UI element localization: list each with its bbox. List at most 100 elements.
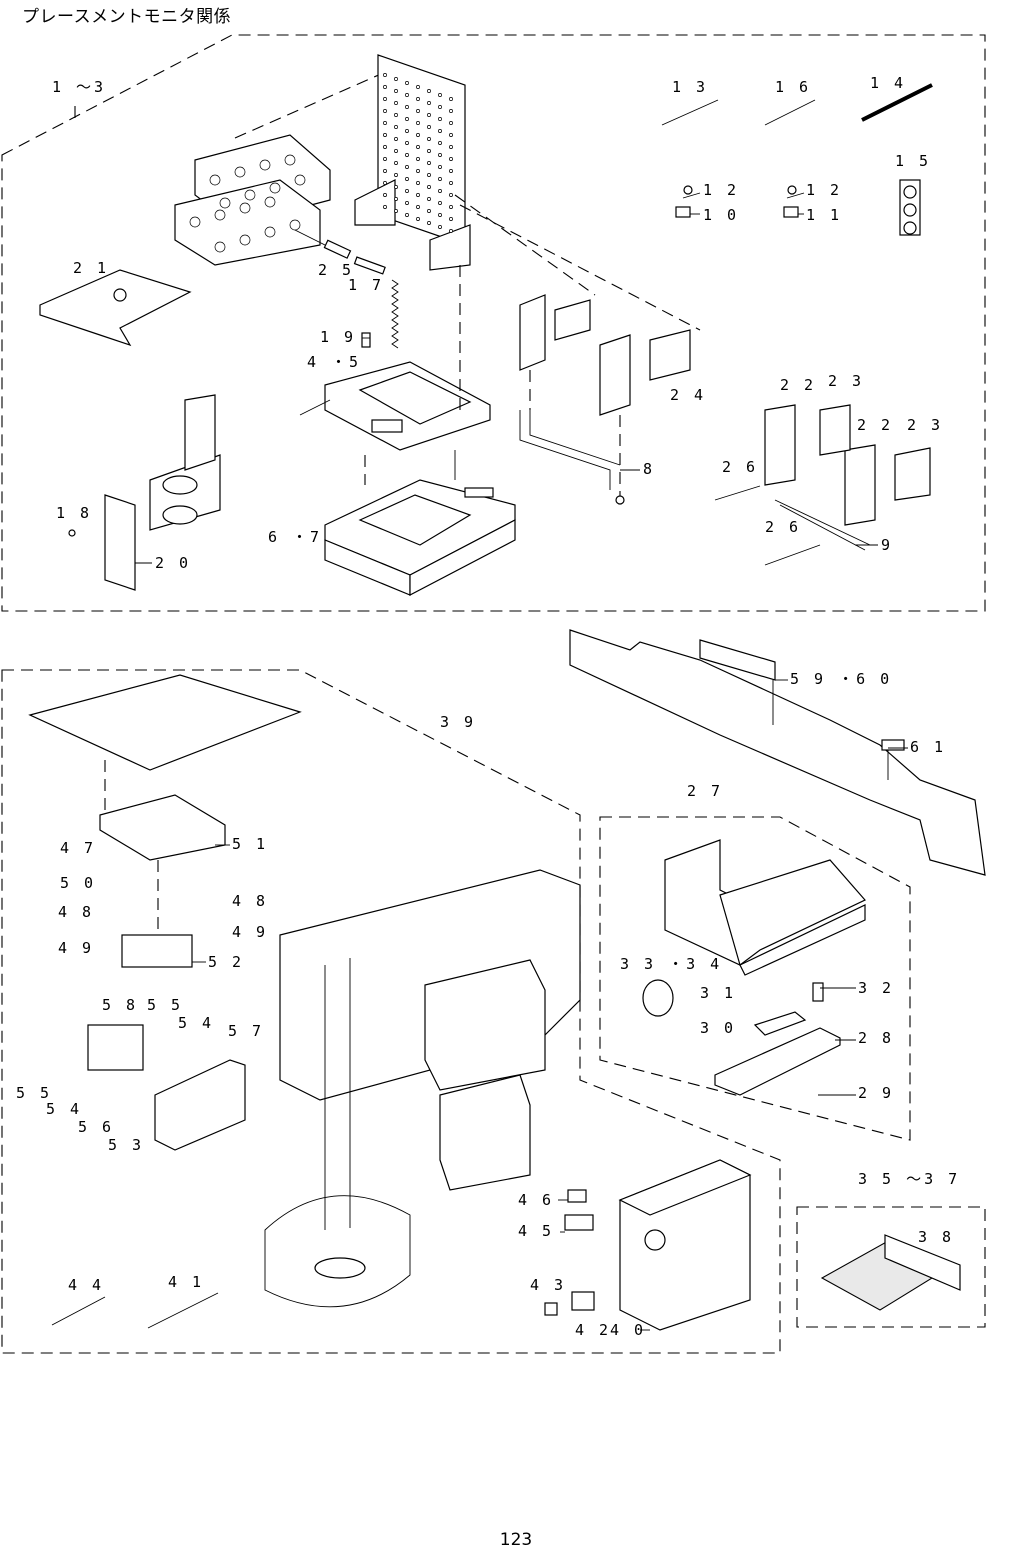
callout-30: 3 0 bbox=[700, 1019, 736, 1037]
callout-33-34: 3 3 ・3 4 bbox=[620, 955, 722, 973]
callout-44: 4 4 bbox=[68, 1276, 104, 1294]
plate-hole bbox=[394, 209, 397, 212]
plate-hole bbox=[449, 145, 452, 148]
plate-hole bbox=[449, 97, 452, 100]
plate-hole bbox=[383, 169, 386, 172]
bracket-28 bbox=[715, 1028, 840, 1095]
callout-45: 4 5 bbox=[518, 1222, 554, 1240]
callout-52: 5 2 bbox=[208, 953, 244, 971]
plate-hole bbox=[394, 161, 397, 164]
plate-hole bbox=[405, 153, 408, 156]
frame-39 bbox=[30, 675, 580, 1307]
plate-hole bbox=[449, 133, 452, 136]
plate-hole bbox=[449, 193, 452, 196]
callout-29: 2 9 bbox=[858, 1084, 894, 1102]
plate-hole bbox=[383, 193, 386, 196]
callout-59-60: 5 9 ・6 0 bbox=[790, 670, 892, 688]
plate-hole bbox=[394, 125, 397, 128]
plate-hole bbox=[405, 213, 408, 216]
callout-51: 5 1 bbox=[232, 835, 268, 853]
plate-hole bbox=[427, 89, 430, 92]
connector-45 bbox=[565, 1215, 593, 1230]
block-52 bbox=[122, 935, 192, 967]
callout-11: 1 1 bbox=[806, 206, 842, 224]
plate-hole bbox=[427, 221, 430, 224]
callout-48b: 4 8 bbox=[232, 892, 268, 910]
plate-hole bbox=[405, 81, 408, 84]
callout-54a: 5 4 bbox=[46, 1100, 82, 1118]
plate-hole bbox=[416, 121, 419, 124]
callout-17: 1 7 bbox=[348, 276, 384, 294]
callout-8: 8 bbox=[643, 460, 655, 478]
page-number: 123 bbox=[0, 1530, 1032, 1550]
plate-hole bbox=[438, 201, 441, 204]
screw-12a bbox=[684, 186, 692, 194]
housing-6-7 bbox=[325, 450, 515, 595]
plate-hole bbox=[383, 85, 386, 88]
plate-hole bbox=[438, 129, 441, 132]
plate-hole bbox=[449, 157, 452, 160]
plate-hole bbox=[438, 213, 441, 216]
plate-hole bbox=[427, 101, 430, 104]
plate-hole bbox=[394, 197, 397, 200]
plate-hole bbox=[449, 181, 452, 184]
callout-4-5: 4 ・5 bbox=[307, 353, 361, 371]
plate-hole bbox=[394, 101, 397, 104]
plate-hole bbox=[427, 161, 430, 164]
callout-57: 5 7 bbox=[228, 1022, 264, 1040]
callout-58: 5 8 bbox=[102, 996, 138, 1014]
plate-hole bbox=[438, 105, 441, 108]
leader bbox=[455, 195, 595, 295]
base-plate-4-5 bbox=[300, 362, 490, 450]
plate-hole bbox=[383, 121, 386, 124]
callout-14: 1 4 bbox=[870, 74, 906, 92]
plate-hole bbox=[427, 185, 430, 188]
callout-27: 2 7 bbox=[687, 782, 723, 800]
callout-39: 3 9 bbox=[440, 713, 476, 731]
rod-41 bbox=[148, 1293, 218, 1328]
bracket-21 bbox=[40, 270, 190, 345]
callout-26b: 2 6 bbox=[765, 518, 801, 536]
callout-13: 1 3 bbox=[672, 78, 708, 96]
plate-hole bbox=[427, 137, 430, 140]
plate-hole bbox=[405, 129, 408, 132]
plate-hole bbox=[405, 93, 408, 96]
plate-hole bbox=[438, 165, 441, 168]
callout-49b: 4 9 bbox=[232, 923, 268, 941]
pcb-38 bbox=[822, 1235, 960, 1310]
plate-hole bbox=[438, 93, 441, 96]
plate-hole bbox=[438, 177, 441, 180]
plate-hole bbox=[416, 157, 419, 160]
plate-hole bbox=[405, 201, 408, 204]
plate-hole bbox=[383, 73, 386, 76]
plate-hole bbox=[427, 149, 430, 152]
connector-46 bbox=[568, 1190, 586, 1202]
plate-hole bbox=[449, 205, 452, 208]
plate-hole bbox=[405, 141, 408, 144]
callout-38: 3 8 bbox=[918, 1228, 954, 1246]
callout-43: 4 3 bbox=[530, 1276, 566, 1294]
rod-16 bbox=[765, 100, 815, 125]
rod-13 bbox=[662, 100, 718, 125]
plate-hole bbox=[416, 181, 419, 184]
callout-10: 1 0 bbox=[703, 206, 739, 224]
callout-47: 4 7 bbox=[60, 839, 96, 857]
part-61 bbox=[882, 740, 904, 750]
pin-25 bbox=[324, 240, 350, 258]
callout-56: 5 6 bbox=[78, 1118, 114, 1136]
plate-hole bbox=[416, 109, 419, 112]
callout-20: 2 0 bbox=[155, 554, 191, 572]
callout-9: 9 bbox=[881, 536, 893, 554]
perforated-back-plate bbox=[355, 55, 470, 270]
callout-22b: 2 2 bbox=[857, 416, 893, 434]
plate-hole bbox=[383, 109, 386, 112]
callout-12b: 1 2 bbox=[806, 181, 842, 199]
shaft-17 bbox=[355, 257, 386, 274]
callout-18: 1 8 bbox=[56, 504, 92, 522]
callout-55b: 5 5 bbox=[147, 996, 183, 1014]
plate-hole bbox=[438, 153, 441, 156]
plate-hole bbox=[449, 229, 452, 232]
connector-43 bbox=[545, 1303, 557, 1315]
controller-box-40 bbox=[620, 1160, 750, 1330]
plate-hole bbox=[416, 97, 419, 100]
